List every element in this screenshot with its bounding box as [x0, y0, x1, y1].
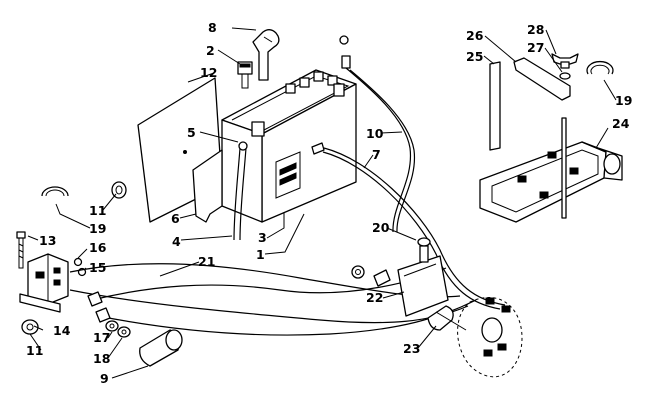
callout-labels: 8 2 12 5 6 4 3 1 10 7 11 19 13 16 15 14 … [26, 20, 632, 386]
leader-lines [27, 27, 617, 379]
callout-22: 22 [366, 290, 383, 305]
callout-24: 24 [612, 116, 630, 131]
grommet-lower [21, 319, 39, 335]
terminal-boot [252, 29, 280, 81]
clip-right [586, 60, 614, 75]
callout-14: 14 [53, 323, 71, 338]
callout-25: 25 [466, 49, 483, 64]
cable-clamp [427, 305, 467, 331]
callout-13: 13 [39, 233, 56, 248]
callout-11-lower: 11 [26, 343, 43, 358]
starter-connection [351, 237, 449, 317]
cable-10 [339, 35, 416, 233]
callout-18: 18 [93, 351, 110, 366]
callout-16: 16 [89, 240, 107, 255]
grommet-upper [111, 181, 127, 199]
callout-3: 3 [258, 230, 267, 245]
callout-28: 28 [527, 22, 544, 37]
screw-13 [16, 231, 26, 269]
callout-1: 1 [256, 247, 265, 262]
nut-18 [117, 326, 131, 338]
callout-12: 12 [200, 65, 217, 80]
callout-7: 7 [372, 147, 381, 162]
callout-15: 15 [89, 260, 106, 275]
callout-11-upper: 11 [89, 203, 106, 218]
callout-2: 2 [206, 43, 215, 58]
callout-19-left: 19 [89, 221, 106, 236]
starter-gear [457, 296, 523, 378]
callout-20: 20 [372, 220, 390, 235]
callout-5: 5 [187, 125, 196, 140]
terminal-boot-9 [139, 329, 183, 367]
callout-17: 17 [93, 330, 110, 345]
callout-26: 26 [466, 28, 484, 43]
battery-tray [479, 141, 623, 223]
callout-8: 8 [208, 20, 217, 35]
solenoid [19, 253, 69, 313]
callout-6: 6 [171, 211, 180, 226]
vent-tube [233, 141, 248, 241]
nut-17 [105, 320, 119, 332]
callout-21: 21 [198, 254, 215, 269]
callout-27: 27 [527, 40, 544, 55]
callout-9: 9 [100, 371, 109, 386]
callout-4: 4 [172, 234, 181, 249]
nuts-15-16 [73, 257, 87, 277]
battery-strap [192, 149, 223, 223]
hold-down-hardware [489, 53, 579, 219]
callout-19-right: 19 [615, 93, 632, 108]
terminal-bolt [237, 61, 253, 89]
callout-10: 10 [366, 126, 384, 141]
cable-7 [311, 142, 506, 310]
clip-left [41, 186, 69, 197]
callout-23: 23 [403, 341, 420, 356]
